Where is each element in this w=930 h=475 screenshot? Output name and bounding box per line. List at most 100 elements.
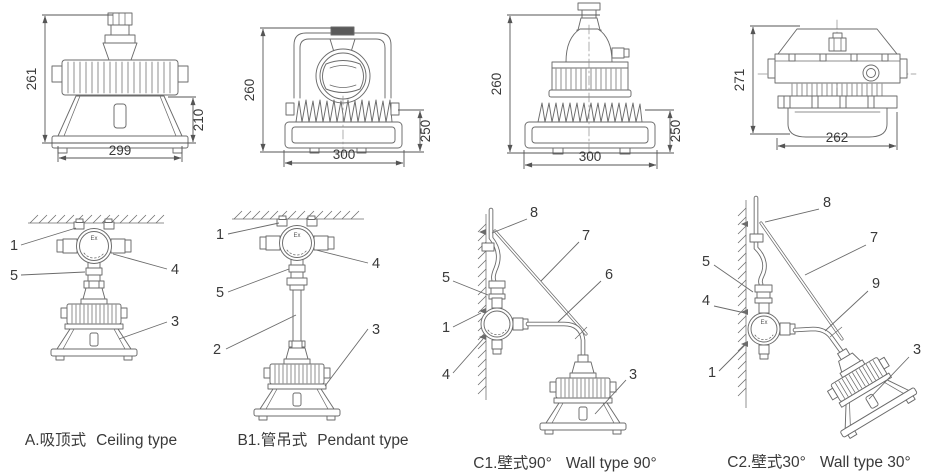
- lamp: [253, 340, 341, 421]
- caption-cn: A.吸顶式: [25, 431, 86, 449]
- caption-en: Wall type 30°: [820, 454, 911, 471]
- ceiling-hatch: [29, 214, 165, 224]
- wall-clamp: [481, 242, 495, 252]
- upper-conduit-core: [489, 208, 500, 283]
- dim-width-label: 262: [826, 130, 849, 145]
- view-floodlight: 260 250 300: [242, 26, 433, 167]
- pendant-pipe: [288, 284, 306, 348]
- view-ceiling-highbay: 261 210 299: [24, 12, 206, 162]
- diagram-wall-type-30: Ex 8 7 9 5 4 1 3 C2.壁式30° Wall type 30°: [702, 195, 921, 471]
- callout-5: 5: [216, 285, 224, 301]
- wall-clamp: [749, 233, 764, 243]
- callout-3: 3: [629, 367, 637, 383]
- junction-box: [259, 215, 335, 269]
- upper-conduit-core: [754, 196, 766, 286]
- extension-lines: [260, 27, 424, 167]
- caption-cn: C2.壁式30°: [727, 453, 806, 471]
- wellglass-drawing: [757, 19, 917, 143]
- callout-2: 2: [213, 342, 221, 358]
- callout-4: 4: [372, 256, 380, 272]
- leader-lines: [452, 218, 627, 415]
- dim-width-label: 300: [579, 149, 602, 164]
- caption-ceiling-type: A.吸顶式 Ceiling type: [25, 431, 177, 449]
- caption-en: Pendant type: [317, 432, 408, 449]
- union-coupling: [488, 280, 506, 300]
- brace-rod-core: [494, 230, 587, 335]
- lamp: [804, 328, 920, 442]
- caption-cn: B1.管吊式: [237, 431, 307, 449]
- view-stem-highbay: 260 250 300: [489, 2, 683, 169]
- anchor-bolt-top: [479, 229, 486, 235]
- junction-box: [56, 218, 132, 272]
- dim-body-height-label: 250: [418, 120, 433, 143]
- callout-8: 8: [823, 195, 831, 211]
- dim-body-height-label: 250: [668, 120, 683, 143]
- callout-7: 7: [582, 228, 590, 244]
- view-wellglass: 271 262: [732, 19, 917, 150]
- callout-8: 8: [530, 205, 538, 221]
- ex-mark: Ex: [293, 233, 300, 239]
- elbow-pipe: [525, 321, 586, 358]
- diagram-pendant-type: Ex 1 4 5 2 3 B1.管吊式 Pendant type: [213, 210, 409, 449]
- dim-width-label: 299: [109, 143, 132, 158]
- callout-4: 4: [442, 367, 450, 383]
- callout-1: 1: [10, 238, 18, 254]
- anchor-bolt-low: [479, 334, 486, 340]
- callout-1: 1: [442, 320, 450, 336]
- caption-wall-type-90: C1.壁式90° Wall type 90°: [473, 454, 656, 472]
- callout-3: 3: [913, 342, 921, 358]
- elbow-pipe-core: [526, 322, 585, 357]
- leader-lines: [225, 222, 369, 387]
- rod-clamp: [829, 326, 843, 338]
- caption-en: Wall type 90°: [566, 455, 657, 472]
- dim-shade-height-label: 210: [191, 109, 206, 132]
- leader-lines: [20, 227, 168, 340]
- ceiling-hatch: [233, 210, 360, 220]
- callout-7: 7: [870, 230, 878, 246]
- callout-4: 4: [171, 262, 179, 278]
- caption-cn: C1.壁式90°: [473, 454, 552, 472]
- dim-height-label: 260: [242, 79, 257, 102]
- brace-rod-core: [760, 222, 843, 340]
- callout-9: 9: [872, 276, 880, 292]
- ex-mark: Ex: [760, 320, 767, 326]
- callout-5: 5: [442, 270, 450, 286]
- dim-width-label: 300: [333, 147, 356, 162]
- anchor-bolt-mid: [479, 308, 486, 314]
- dim-height-label: 260: [489, 73, 504, 96]
- junction-box: [480, 297, 529, 355]
- anchor-bolt-low: [741, 341, 748, 347]
- callout-4: 4: [702, 293, 710, 309]
- anchor-bolt-top: [741, 221, 748, 227]
- caption-wall-type-30: C2.壁式30° Wall type 30°: [727, 453, 910, 471]
- anchor-bolt-mid: [741, 309, 748, 315]
- tilted-lamp: [804, 328, 920, 442]
- diagram-wall-type-90: 8 7 6 5 1 4 3 C1.壁式90° Wall type 90°: [442, 205, 657, 472]
- callout-1: 1: [216, 227, 224, 243]
- extension-lines: [750, 25, 898, 150]
- callout-6: 6: [605, 267, 613, 283]
- junction-box: [747, 302, 796, 360]
- ceiling-highbay-drawing: [51, 12, 189, 154]
- callout-5: 5: [10, 268, 18, 284]
- extension-lines: [42, 14, 196, 162]
- dim-height-label: 261: [24, 68, 39, 91]
- callout-3: 3: [372, 322, 380, 338]
- callout-1: 1: [708, 365, 716, 381]
- caption-en: Ceiling type: [96, 432, 177, 449]
- ex-mark: Ex: [90, 236, 97, 242]
- lamp: [50, 280, 138, 361]
- caption-pendant-type: B1.管吊式 Pendant type: [237, 431, 408, 449]
- leader-lines: [713, 208, 910, 400]
- dim-height-label: 271: [732, 69, 747, 92]
- rod-clamp: [574, 326, 588, 340]
- callout-5: 5: [702, 254, 710, 270]
- floodlight-drawing: [284, 26, 403, 159]
- angled-pipe-core: [793, 327, 846, 357]
- wall-hatch: [737, 207, 747, 397]
- union-coupling: [286, 264, 308, 286]
- union-coupling: [754, 284, 773, 304]
